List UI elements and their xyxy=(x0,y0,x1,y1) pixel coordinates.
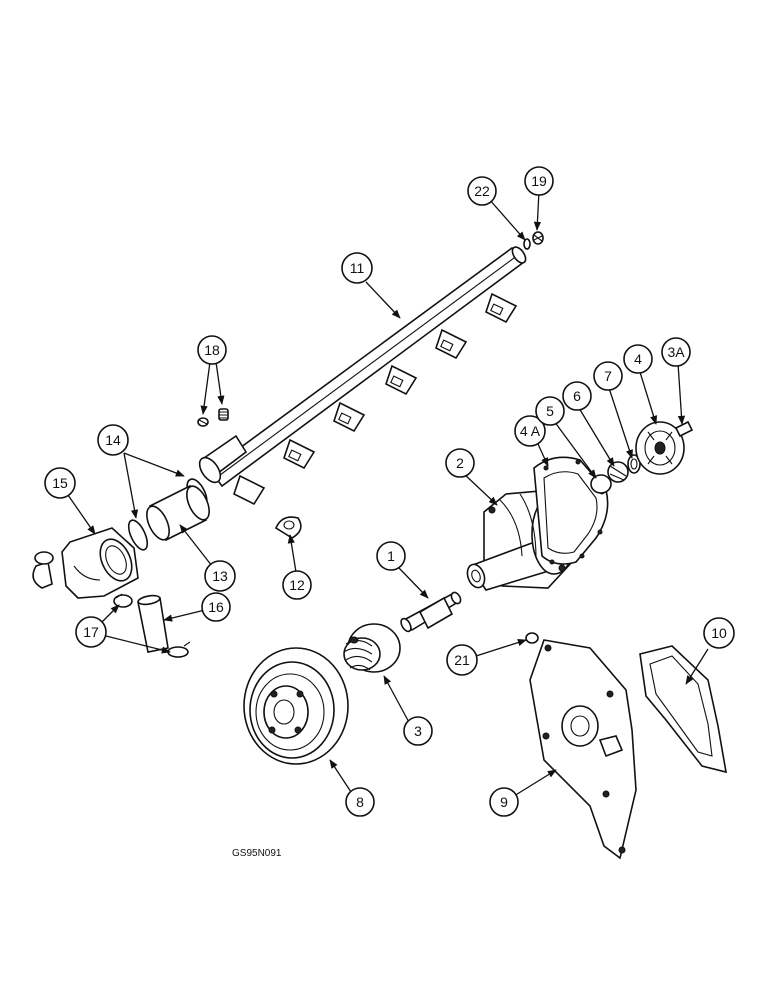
pump-seal xyxy=(343,623,401,673)
leader-lines xyxy=(67,190,709,797)
callout-21: 21 xyxy=(446,644,478,676)
svg-text:4: 4 xyxy=(634,351,642,367)
callout-14: 14 xyxy=(97,424,129,456)
callout-8: 8 xyxy=(345,787,375,817)
callout-17: 17 xyxy=(75,616,107,648)
sleeve-clips xyxy=(113,593,191,658)
callout-4a: 4 A xyxy=(514,415,546,447)
callout-13: 13 xyxy=(204,560,236,592)
callout-16: 16 xyxy=(201,592,231,622)
callout-15: 15 xyxy=(44,467,76,499)
svg-text:17: 17 xyxy=(83,624,99,640)
svg-text:10: 10 xyxy=(711,625,727,641)
manifold-tube xyxy=(198,246,527,506)
impeller xyxy=(635,420,694,475)
svg-text:4 A: 4 A xyxy=(520,423,541,439)
plug-oring xyxy=(523,231,544,250)
callout-22: 22 xyxy=(467,176,497,206)
svg-text:13: 13 xyxy=(212,568,228,584)
figure-id: GS95N091 xyxy=(232,848,282,859)
callout-1: 1 xyxy=(376,541,406,571)
svg-text:6: 6 xyxy=(573,388,581,404)
callout-3a: 3A xyxy=(661,337,691,367)
callout-3: 3 xyxy=(403,716,433,746)
svg-text:9: 9 xyxy=(500,794,508,810)
svg-text:15: 15 xyxy=(52,475,68,491)
pump-shaft xyxy=(400,591,462,633)
svg-text:19: 19 xyxy=(531,173,547,189)
screws xyxy=(197,408,229,427)
svg-text:21: 21 xyxy=(454,652,470,668)
svg-text:7: 7 xyxy=(604,368,612,384)
callout-7: 7 xyxy=(593,361,623,391)
hose-clamps xyxy=(32,478,210,599)
svg-text:3: 3 xyxy=(414,723,422,739)
svg-text:16: 16 xyxy=(208,599,224,615)
callout-6: 6 xyxy=(562,381,592,411)
svg-text:11: 11 xyxy=(350,260,365,276)
svg-text:18: 18 xyxy=(204,342,220,358)
callout-19: 19 xyxy=(524,166,554,196)
callout-2: 2 xyxy=(445,448,475,478)
callout-11: 11 xyxy=(341,252,373,284)
seal-rings xyxy=(590,454,641,494)
pulley xyxy=(243,647,349,765)
callout-9: 9 xyxy=(489,787,519,817)
svg-text:1: 1 xyxy=(387,548,395,564)
callout-4: 4 xyxy=(623,344,653,374)
svg-text:22: 22 xyxy=(474,183,490,199)
callout-10: 10 xyxy=(703,617,735,649)
svg-text:12: 12 xyxy=(289,577,305,593)
pump-gasket xyxy=(533,456,609,565)
plate-gasket xyxy=(639,645,727,774)
svg-text:14: 14 xyxy=(105,432,121,448)
svg-text:5: 5 xyxy=(546,403,554,419)
svg-text:3A: 3A xyxy=(667,344,685,360)
callout-12: 12 xyxy=(282,570,312,600)
back-plate xyxy=(525,632,637,860)
callout-5: 5 xyxy=(535,396,565,426)
svg-text:8: 8 xyxy=(356,794,364,810)
small-gasket xyxy=(274,516,302,539)
svg-text:2: 2 xyxy=(456,455,464,471)
callout-18: 18 xyxy=(197,335,227,365)
